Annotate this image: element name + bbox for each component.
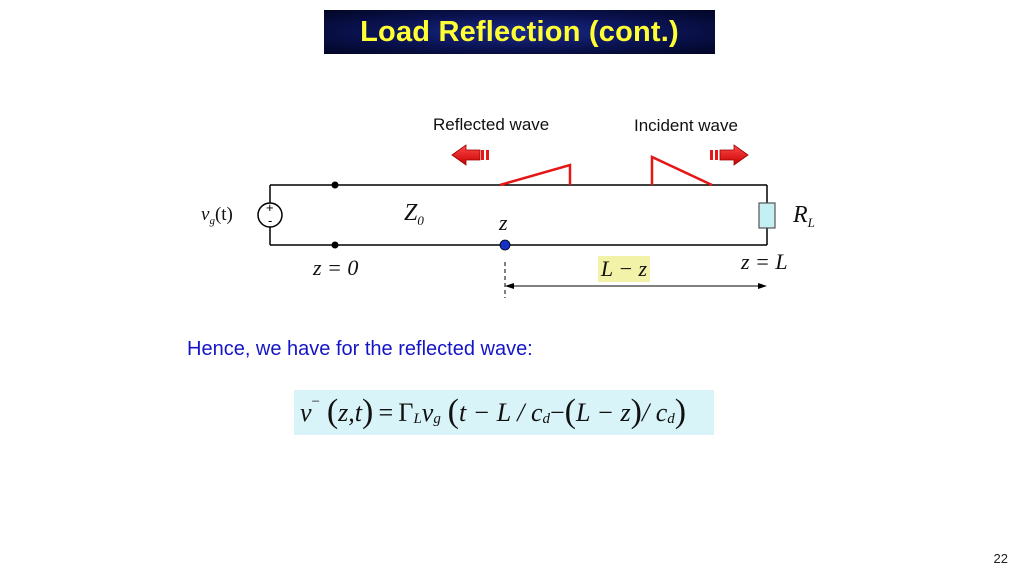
title-bar: Load Reflection (cont.)	[324, 10, 715, 54]
z0-dot-bottom	[331, 241, 339, 249]
source-minus-sign: -	[268, 213, 273, 228]
distance-arrow-icon	[505, 283, 767, 289]
z0-label: z = 0	[313, 255, 359, 280]
line-impedance-label: Z0	[404, 200, 424, 228]
load-label: RL	[793, 202, 815, 230]
zL-label: z = L	[741, 249, 788, 274]
position-label: z	[499, 210, 508, 235]
load-resistor-icon	[758, 202, 776, 229]
source-label: vg(t)	[201, 204, 233, 227]
reflected-arrow-icon	[451, 144, 489, 166]
reflected-wave	[499, 163, 572, 187]
reflected-wave-label: Reflected wave	[433, 115, 550, 134]
incident-wave	[650, 155, 713, 187]
slide-title: Load Reflection (cont.)	[360, 15, 679, 48]
position-dot	[499, 239, 511, 251]
incident-wave-label: Incident wave	[634, 116, 738, 135]
page-number: 22	[993, 551, 1008, 566]
voltage-source-icon	[257, 202, 283, 228]
z0-dot-top	[331, 181, 339, 189]
distance-label: L − z	[598, 256, 650, 282]
incident-arrow-icon	[710, 144, 749, 166]
source-plus-sign: +	[266, 200, 274, 215]
hence-text: Hence, we have for the reflected wave:	[187, 338, 533, 360]
